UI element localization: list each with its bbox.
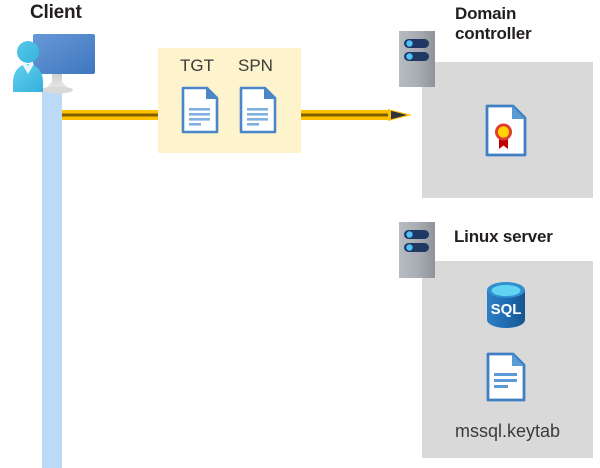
keytab-filename-label: mssql.keytab [454, 421, 561, 441]
client-lifeline [42, 92, 62, 468]
spn-document-icon [239, 86, 277, 134]
linux-server-title: Linux server [454, 227, 553, 246]
linux-server-icon [399, 222, 435, 278]
client-title: Client [30, 2, 82, 23]
keytab-document-icon [486, 352, 526, 402]
domain-controller-server-icon [399, 31, 435, 87]
sql-label: SQL [491, 301, 522, 318]
domain-controller-title: Domain controller [455, 4, 532, 43]
tgt-label: TGT [180, 56, 214, 75]
spn-label: SPN [238, 56, 273, 75]
certificate-document-icon [485, 104, 527, 157]
tgt-document-icon [181, 86, 219, 134]
sql-database-icon: SQL [487, 282, 525, 328]
client-workstation-user-icon [13, 34, 95, 94]
